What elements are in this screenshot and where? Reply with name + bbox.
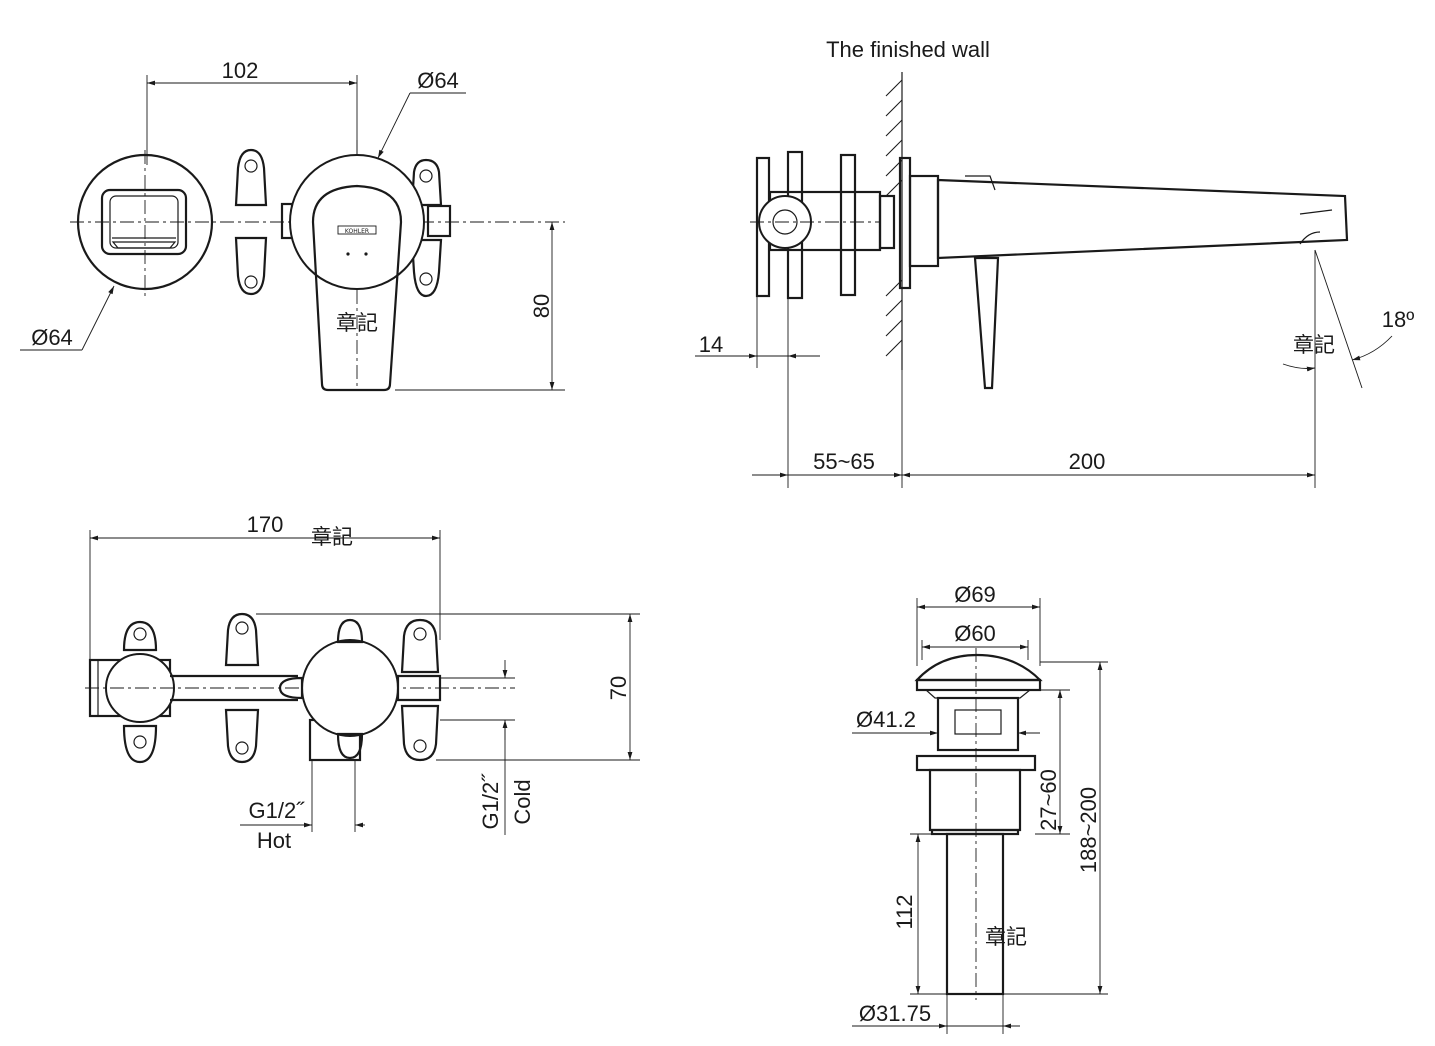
brand-badge: KOHLER bbox=[345, 228, 369, 235]
watermark: 章記 bbox=[311, 525, 353, 549]
hot-label-text: Hot bbox=[257, 828, 291, 853]
front-view: 102 Ø64 KOHLER bbox=[20, 58, 565, 392]
wall-label: The finished wall bbox=[826, 37, 990, 62]
front-ears bbox=[234, 148, 452, 298]
dia-64-left-text: Ø64 bbox=[31, 325, 73, 350]
dim-102-text: 102 bbox=[222, 58, 259, 83]
dim-70-text: 70 bbox=[606, 676, 631, 700]
dia-31-text: Ø31.75 bbox=[859, 1001, 931, 1026]
watermark: 章記 bbox=[1293, 333, 1335, 357]
dim-55-65-text: 55~65 bbox=[813, 449, 875, 474]
side-view: The finished wall bbox=[695, 37, 1414, 488]
dim-200-text: 200 bbox=[1069, 449, 1106, 474]
wall-hatching bbox=[885, 79, 903, 357]
cold-size-text: G1/2˝ bbox=[478, 773, 503, 830]
dim-170-text: 170 bbox=[247, 512, 284, 537]
dia-41-text: Ø41.2 bbox=[856, 707, 916, 732]
watermark: 章記 bbox=[336, 311, 378, 335]
dim-14-text: 14 bbox=[699, 332, 723, 357]
valve-view: 170 70 bbox=[85, 512, 640, 853]
dim-112-text: 112 bbox=[892, 894, 917, 929]
dia-60-text: Ø60 bbox=[954, 621, 996, 646]
hot-size-text: G1/2˝ bbox=[248, 798, 305, 823]
dim-27-60-text: 27~60 bbox=[1036, 769, 1061, 831]
drain-view: Ø69 Ø60 Ø41.2 27~60 188~200 bbox=[852, 582, 1108, 1034]
cold-label-text: Cold bbox=[510, 779, 535, 824]
dim-188-200-text: 188~200 bbox=[1076, 787, 1101, 873]
watermark: 章記 bbox=[985, 925, 1027, 949]
dia-64-right-text: Ø64 bbox=[417, 68, 459, 93]
angle-text: 18º bbox=[1382, 307, 1415, 332]
dia-69-text: Ø69 bbox=[954, 582, 996, 607]
dim-80-text: 80 bbox=[529, 294, 554, 318]
